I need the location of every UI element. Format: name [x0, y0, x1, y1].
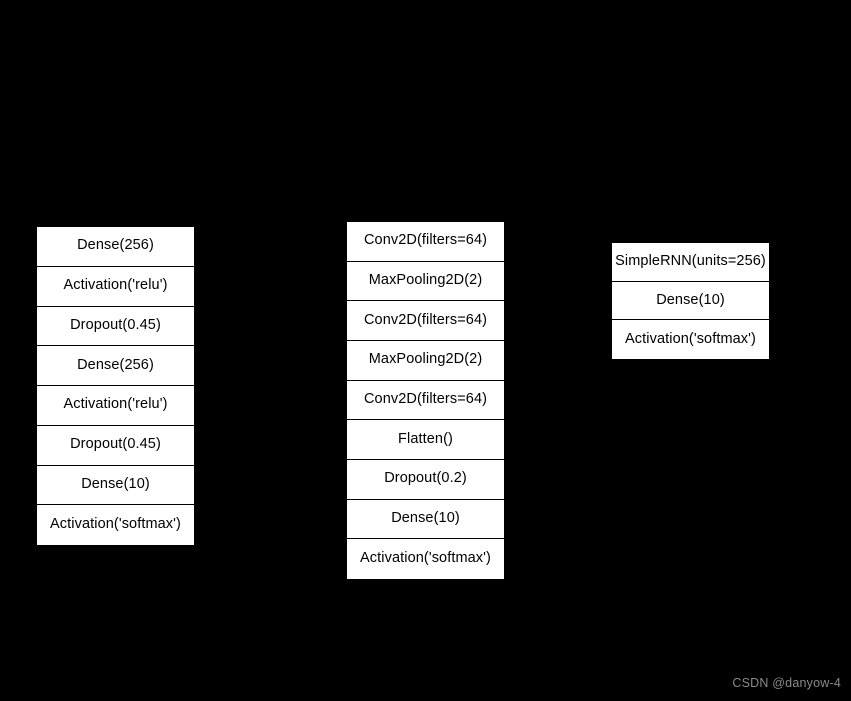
layer-cell: Conv2D(filters=64) [347, 222, 504, 262]
layer-cell: Dense(256) [37, 227, 194, 267]
layer-cell: Dropout(0.45) [37, 425, 194, 466]
layer-cell: Conv2D(filters=64) [347, 301, 504, 342]
layer-cell: SimpleRNN(units=256) [612, 243, 769, 282]
layer-cell: Flatten() [347, 420, 504, 461]
layer-cell: MaxPooling2D(2) [347, 341, 504, 381]
cnn-layer-stack: Conv2D(filters=64)MaxPooling2D(2)Conv2D(… [346, 221, 505, 580]
layer-cell: Dropout(0.45) [37, 306, 194, 347]
layer-cell: Activation('relu') [37, 386, 194, 426]
layer-cell: Activation('softmax') [347, 539, 504, 580]
watermark-label: CSDN @danyow-4 [732, 676, 841, 690]
layer-cell: MaxPooling2D(2) [347, 261, 504, 302]
layer-cell: Activation('relu') [37, 266, 194, 307]
layer-cell: Dense(256) [37, 346, 194, 386]
layer-cell: Conv2D(filters=64) [347, 380, 504, 421]
mlp-layer-stack: Dense(256)Activation('relu')Dropout(0.45… [36, 226, 195, 546]
layer-cell: Dropout(0.2) [347, 460, 504, 500]
layer-cell: Activation('softmax') [612, 320, 769, 359]
layer-cell: Activation('softmax') [37, 505, 194, 545]
layer-cell: Dense(10) [612, 281, 769, 321]
rnn-layer-stack: SimpleRNN(units=256)Dense(10)Activation(… [611, 242, 770, 360]
layer-cell: Dense(10) [37, 465, 194, 506]
layer-cell: Dense(10) [347, 499, 504, 540]
